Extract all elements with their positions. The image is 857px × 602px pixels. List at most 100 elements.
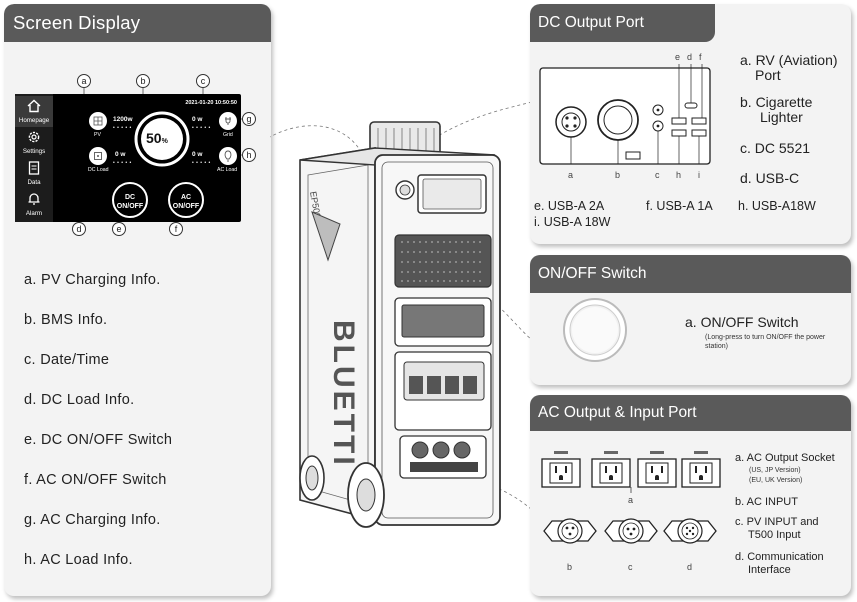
legend-item-h: h. AC Load Info. [24, 552, 133, 568]
screen-display-panel: Screen Display a b c g h d e f Homepage … [4, 4, 271, 596]
nav-homepage-label: Homepage [18, 117, 50, 124]
dc-port-e: e. USB-A 2A [534, 199, 605, 213]
ac-legend-d-line2: Interface [748, 564, 791, 576]
dc-legend-b-line2: Lighter [760, 109, 803, 125]
power-button-icon [563, 298, 627, 362]
dc-letter-f: f [699, 52, 702, 62]
dc-legend-b-line1: b. Cigarette [740, 94, 813, 110]
battery-percent-unit: % [161, 138, 168, 145]
lcd-screen: Homepage Settings Data Alarm 2021-01-20 … [15, 94, 241, 222]
pv-value: 1200w [113, 116, 133, 123]
ac-sockets [541, 451, 721, 493]
screen-nav: Homepage Settings Data Alarm [15, 94, 53, 222]
dc-letter-h: h [676, 170, 682, 180]
ac-port-diagram [541, 451, 721, 544]
screen-main: 2021-01-20 10:50:50 PV 1200w • • • • • D… [53, 94, 241, 222]
callout-f: f [169, 222, 183, 236]
ac-load-label: AC Load [217, 167, 238, 173]
grid-label: Grid [223, 132, 233, 138]
dc-letter-a: a [568, 170, 574, 180]
pv-icon [89, 112, 107, 130]
ac-onoff-line2: ON/OFF [172, 203, 200, 210]
callout-c: c [196, 74, 210, 88]
dc-port-f: f. USB-A 1A [646, 199, 713, 213]
dc-letter-e: e [675, 52, 681, 62]
dc-port-h: h. USB-A18W [738, 199, 816, 213]
ac-onoff-line1: AC [180, 194, 192, 201]
grid-icon [219, 112, 237, 130]
onoff-switch-note: (Long-press to turn ON/OFF the power stat… [705, 333, 825, 351]
nav-alarm[interactable]: Alarm [15, 189, 53, 220]
ac-load-dots: • • • • • [192, 160, 211, 166]
ac-version-eu: (EU, UK Version) [749, 477, 803, 484]
ac-load-value: 0 w [192, 151, 203, 158]
pv-label: PV [94, 132, 101, 138]
ac-legend-c-line2: T500 Input [748, 529, 801, 541]
dc-port-diagram [539, 64, 711, 165]
ac-io-title: AC Output & Input Port [530, 395, 851, 431]
callout-a: a [77, 74, 91, 88]
callout-g: g [242, 112, 256, 126]
onoff-switch-panel: ON/OFF Switch a. ON/OFF Switch (Long-pre… [530, 255, 851, 385]
ac-legend-d-line1: d. Communication [735, 551, 824, 563]
dc-onoff-button[interactable]: DC ON/OFF [112, 182, 148, 218]
dc-load-dots: • • • • • [113, 160, 132, 166]
nav-alarm-label: Alarm [25, 210, 43, 217]
onoff-note-line2: station) [705, 343, 728, 350]
legend-item-c: c. Date/Time [24, 352, 110, 368]
legend-item-g: g. AC Charging Info. [24, 512, 161, 528]
ac-letter-c: c [628, 562, 633, 572]
nav-data[interactable]: Data [15, 158, 53, 189]
ac-version-us: (US, JP Version) [749, 467, 801, 474]
callout-b: b [136, 74, 150, 88]
legend-item-a: a. PV Charging Info. [24, 272, 161, 288]
onoff-note-line1: (Long-press to turn ON/OFF the power [705, 334, 826, 341]
callout-h: h [242, 148, 256, 162]
dc-load-value: 0 w [115, 151, 126, 158]
onoff-switch-title: ON/OFF Switch [530, 255, 851, 293]
dc-onoff-line2: ON/OFF [116, 203, 144, 210]
grid-value: 0 w [192, 116, 203, 123]
nav-settings-label: Settings [22, 148, 46, 155]
callout-e: e [112, 222, 126, 236]
legend-item-f: f. AC ON/OFF Switch [24, 472, 167, 488]
dc-legend-a: a. RV (Aviation)Port [740, 53, 838, 83]
document-icon [28, 161, 40, 175]
dc-letter-b: b [615, 170, 621, 180]
device-brand: BLUETTI [327, 320, 360, 468]
ac-legend-c-line1: c. PV INPUT and [735, 516, 819, 528]
ac-load-icon [219, 147, 237, 165]
home-icon [27, 99, 41, 113]
dc-onoff-line1: DC [124, 194, 136, 201]
screen-datetime: 2021-01-20 10:50:50 [185, 100, 237, 106]
callout-d: d [72, 222, 86, 236]
dc-legend-d: d. USB-C [740, 170, 800, 186]
dc-letter-d: d [687, 52, 693, 62]
gear-icon [28, 131, 40, 143]
battery-percent-value: 50 [146, 130, 162, 146]
device-illustration: BLUETTI EP500 [270, 101, 532, 528]
nav-settings[interactable]: Settings [15, 127, 53, 158]
nav-data-label: Data [27, 179, 41, 186]
ac-legend-a: a. AC Output Socket [735, 452, 835, 464]
ac-io-panel: AC Output & Input Port [530, 395, 851, 596]
ac-letter-b: b [567, 562, 573, 572]
ac-onoff-button[interactable]: AC ON/OFF [168, 182, 204, 218]
onoff-switch-label: a. ON/OFF Switch [685, 314, 799, 330]
dc-legend-a-line1: a. RV (Aviation) [740, 52, 838, 68]
nav-homepage[interactable]: Homepage [15, 96, 53, 127]
dc-load-icon [89, 147, 107, 165]
ac-letter-d: d [687, 562, 693, 572]
dc-port-i: i. USB-A 18W [534, 215, 611, 229]
bell-icon [28, 193, 40, 205]
dc-output-title: DC Output Port [530, 4, 715, 42]
battery-gauge [134, 111, 190, 167]
ac-letter-a: a [628, 495, 634, 505]
dc-output-panel: DC Output Port [530, 4, 851, 244]
dc-legend-a-line2: Port [755, 67, 781, 83]
dc-letter-c: c [655, 170, 660, 180]
dc-letter-i: i [698, 170, 700, 180]
